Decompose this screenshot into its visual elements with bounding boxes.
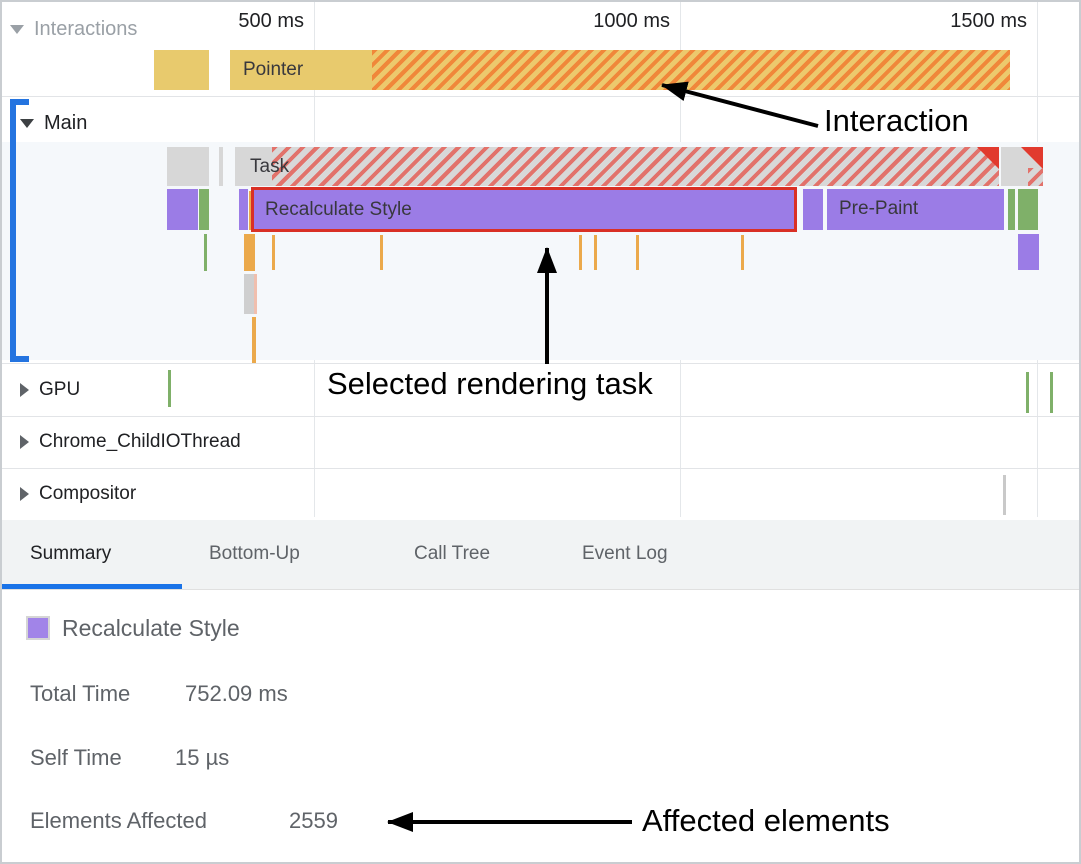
script-event-tick[interactable] [380, 235, 383, 270]
interaction-arrow [661, 81, 819, 128]
style-event-segment[interactable] [803, 189, 823, 230]
main-track-selection-bracket-top [10, 99, 29, 105]
tab-bar-border [2, 589, 1079, 590]
expand-triangle-icon [20, 383, 29, 397]
track-header-interactions[interactable]: Interactions [10, 18, 137, 41]
interaction-event-segment[interactable] [154, 50, 209, 90]
gpu-event-tick[interactable] [1026, 372, 1029, 413]
collapse-triangle-icon [20, 119, 34, 128]
script-event-tick[interactable] [594, 235, 597, 270]
tab-summary[interactable]: Summary [30, 543, 112, 564]
summary-row-label: Total Time [30, 681, 131, 706]
paint-event-segment[interactable] [1018, 189, 1038, 230]
long-task-bar[interactable]: Task [235, 147, 999, 186]
task-event-segment[interactable] [244, 274, 254, 314]
pointer-interaction-hatched-bar[interactable] [372, 50, 1010, 90]
script-event-tick[interactable] [252, 317, 256, 363]
track-separator [2, 96, 1079, 97]
track-header-compositor[interactable]: Compositor [20, 483, 136, 505]
main-track-selection-bracket [10, 99, 16, 362]
selected-recalculate-style-bar[interactable]: Recalculate Style [251, 187, 797, 232]
task-event-segment[interactable] [219, 147, 223, 186]
ruler-tick-500ms: 500 ms [238, 10, 304, 32]
pre-paint-label: Pre-Paint [839, 198, 919, 219]
style-event-segment[interactable] [1018, 234, 1039, 270]
gpu-event-tick[interactable] [168, 370, 171, 407]
expand-triangle-icon [20, 487, 29, 501]
annotation-affected-elements: Affected elements [642, 803, 890, 838]
track-header-main[interactable]: Main [20, 112, 87, 135]
track-header-gpu[interactable]: GPU [20, 379, 80, 401]
paint-event-tick[interactable] [204, 234, 207, 271]
active-tab-underline [2, 584, 182, 589]
summary-row-label: Self Time [30, 745, 122, 770]
collapse-triangle-icon [10, 25, 24, 34]
summary-row-label: Elements Affected [30, 808, 207, 833]
event-segment[interactable] [254, 274, 257, 314]
details-tab-bar [2, 520, 1079, 589]
track-separator [2, 468, 1079, 469]
track-header-io-thread[interactable]: Chrome_ChildIOThread [20, 431, 241, 453]
track-label-io-thread: Chrome_ChildIOThread [39, 431, 241, 452]
track-label-gpu: GPU [39, 379, 81, 400]
tab-bottom-up[interactable]: Bottom-Up [209, 543, 300, 564]
script-event-tick[interactable] [272, 235, 275, 270]
track-label-compositor: Compositor [39, 483, 137, 504]
paint-event-segment[interactable] [199, 189, 209, 230]
summary-row-value: 2559 [289, 808, 338, 833]
task-bar-label: Task [250, 156, 290, 177]
recalculate-style-label: Recalculate Style [265, 199, 412, 220]
style-event-segment[interactable] [239, 189, 248, 230]
long-task-hatched-region [272, 147, 999, 186]
track-separator [2, 416, 1079, 417]
long-task-hatched-sliver [1028, 168, 1043, 186]
style-event-segment[interactable] [167, 189, 198, 230]
tab-event-log[interactable]: Event Log [582, 543, 668, 564]
expand-triangle-icon [20, 435, 29, 449]
script-event-tick[interactable] [579, 235, 582, 270]
event-color-swatch [26, 616, 50, 640]
pointer-interaction-bar[interactable]: Pointer [230, 50, 372, 90]
pre-paint-bar[interactable]: Pre-Paint [827, 189, 1004, 230]
ruler-tick-1000ms: 1000 ms [593, 10, 670, 32]
compositor-event-tick[interactable] [1003, 475, 1006, 515]
summary-row-value: 15 µs [175, 745, 230, 770]
script-event-tick[interactable] [636, 235, 639, 270]
track-label-interactions: Interactions [34, 18, 138, 40]
track-label-main: Main [44, 112, 88, 134]
annotation-selected-task: Selected rendering task [327, 366, 653, 401]
summary-row-value: 752.09 ms [185, 681, 288, 706]
annotation-interaction: Interaction [824, 103, 969, 138]
paint-event-segment[interactable] [1008, 189, 1015, 230]
script-event-tick[interactable] [741, 235, 744, 270]
gpu-event-tick[interactable] [1050, 372, 1053, 413]
ruler-tick-1500ms: 1500 ms [950, 10, 1027, 32]
pointer-interaction-label: Pointer [243, 59, 304, 80]
main-track-selection-bracket-bottom [10, 356, 29, 362]
task-event-segment[interactable] [167, 147, 209, 186]
tab-call-tree[interactable]: Call Tree [414, 543, 491, 564]
track-separator [2, 363, 1079, 364]
script-event-segment[interactable] [244, 234, 255, 271]
summary-event-title: Recalculate Style [62, 615, 240, 641]
